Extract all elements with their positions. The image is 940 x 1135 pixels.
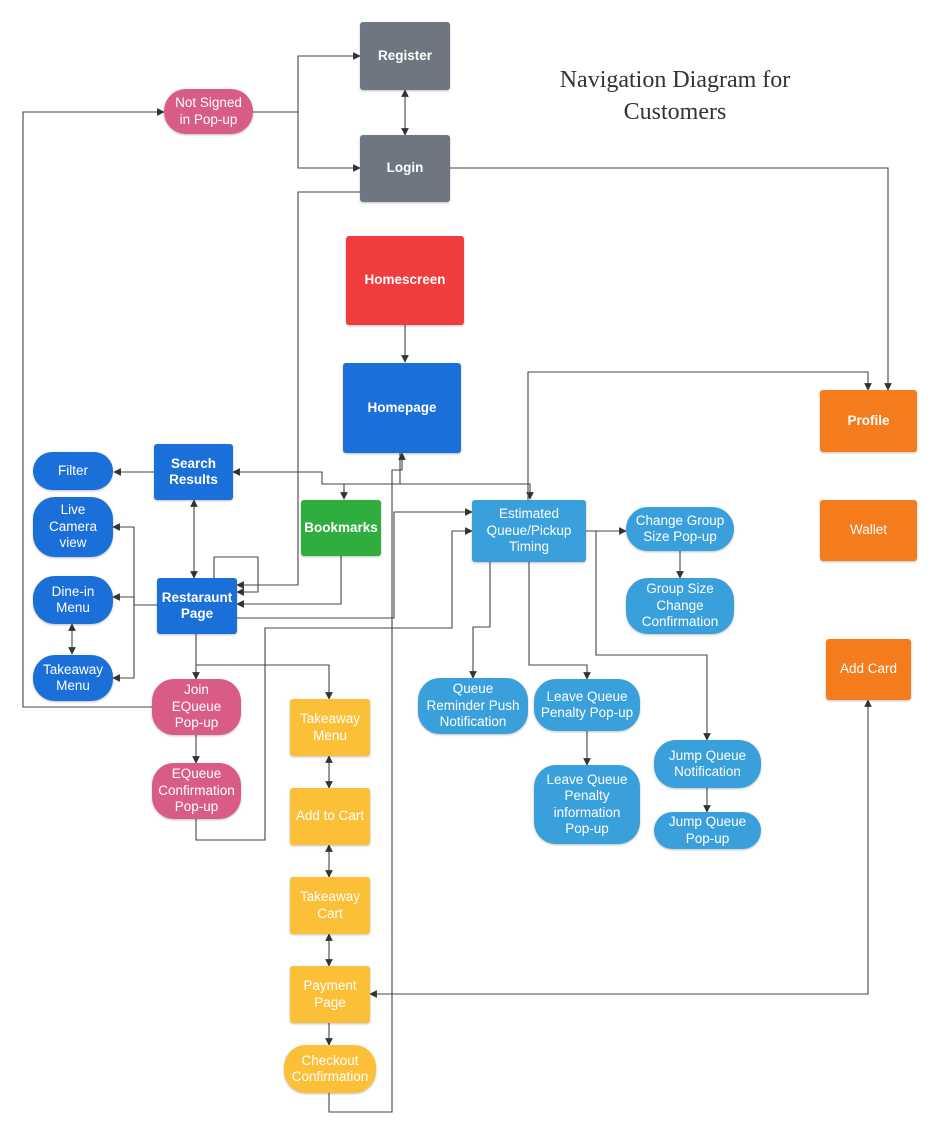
edge-estimated-profile xyxy=(527,371,872,500)
payment-page-node[interactable]: Payment Page xyxy=(290,966,370,1023)
edge-join-notsigned xyxy=(22,108,165,708)
jump-queue-popup-node[interactable]: Jump Queue Pop-up xyxy=(654,812,761,849)
queue-reminder-node[interactable]: Queue Reminder Push Notification xyxy=(418,678,528,734)
jump-queue-notification-node[interactable]: Jump Queue Notification xyxy=(654,740,761,788)
edge-conf-estimated xyxy=(195,527,473,841)
edge-estimated-jump xyxy=(595,531,711,741)
equeue-confirmation-node[interactable]: EQueue Confirmation Pop-up xyxy=(152,763,241,819)
edge-restaurant-estimated xyxy=(237,508,473,619)
edge-notsigned-login xyxy=(297,112,361,172)
register-node[interactable]: Register xyxy=(360,22,450,90)
edge-restaurant-self xyxy=(213,556,259,596)
bookmarks-node[interactable]: Bookmarks xyxy=(301,500,381,556)
profile-node[interactable]: Profile xyxy=(820,390,917,452)
search-results-node[interactable]: Search Results xyxy=(154,444,233,500)
filter-node[interactable]: Filter xyxy=(33,452,113,490)
add-to-cart-node[interactable]: Add to Cart xyxy=(290,788,370,845)
live-camera-view-node[interactable]: Live Camera view xyxy=(33,497,113,557)
edge-hub-bookmarks xyxy=(322,483,348,500)
estimated-queue-node[interactable]: Estimated Queue/Pickup Timing xyxy=(472,500,586,562)
wallet-node[interactable]: Wallet xyxy=(820,500,917,561)
group-size-confirmation-node[interactable]: Group Size Change Confirmation xyxy=(626,578,734,634)
dine-in-menu-node[interactable]: Dine-in Menu xyxy=(33,576,113,624)
login-node[interactable]: Login xyxy=(360,135,450,202)
edge-login-profile xyxy=(450,167,892,391)
homepage-node[interactable]: Homepage xyxy=(343,363,461,453)
edge-restaurant-takeaway-blue xyxy=(112,605,135,682)
not-signed-in-popup-node[interactable]: Not Signed in Pop-up xyxy=(164,89,253,134)
restaurant-page-node[interactable]: Restaraunt Page xyxy=(157,578,237,634)
change-group-size-popup-node[interactable]: Change Group Size Pop-up xyxy=(626,507,734,551)
edge-estimated-reminder xyxy=(469,562,491,679)
edge-bookmarks-restaurant xyxy=(236,556,342,608)
leave-queue-penalty-node[interactable]: Leave Queue Penalty Pop-up xyxy=(534,679,640,731)
add-card-node[interactable]: Add Card xyxy=(826,639,911,700)
takeaway-menu-yellow-node[interactable]: Takeaway Menu xyxy=(290,699,370,756)
edge-estimated-leave xyxy=(528,562,591,680)
takeaway-cart-node[interactable]: Takeaway Cart xyxy=(290,877,370,934)
edge-restaurant-camera xyxy=(112,523,135,605)
leave-queue-info-node[interactable]: Leave Queue Penalty information Pop-up xyxy=(534,765,640,844)
diagram-title: Navigation Diagram for Customers xyxy=(559,67,791,126)
edge-restaurant-dinein xyxy=(112,593,157,606)
edge-login-restaurant xyxy=(236,191,360,589)
edge-restaurant-takeaway xyxy=(196,664,333,700)
checkout-confirmation-node[interactable]: Checkout Confirmation xyxy=(284,1045,376,1093)
edge-hub-estimated xyxy=(400,483,534,500)
edge-homepage-hub xyxy=(232,453,401,485)
edge-payment-addcard xyxy=(369,699,872,998)
edge-notsigned-register xyxy=(253,52,361,113)
homescreen-node[interactable]: Homescreen xyxy=(346,236,464,325)
takeaway-menu-blue-node[interactable]: Takeaway Menu xyxy=(33,655,113,701)
join-equeue-popup-node[interactable]: Join EQueue Pop-up xyxy=(152,679,241,735)
